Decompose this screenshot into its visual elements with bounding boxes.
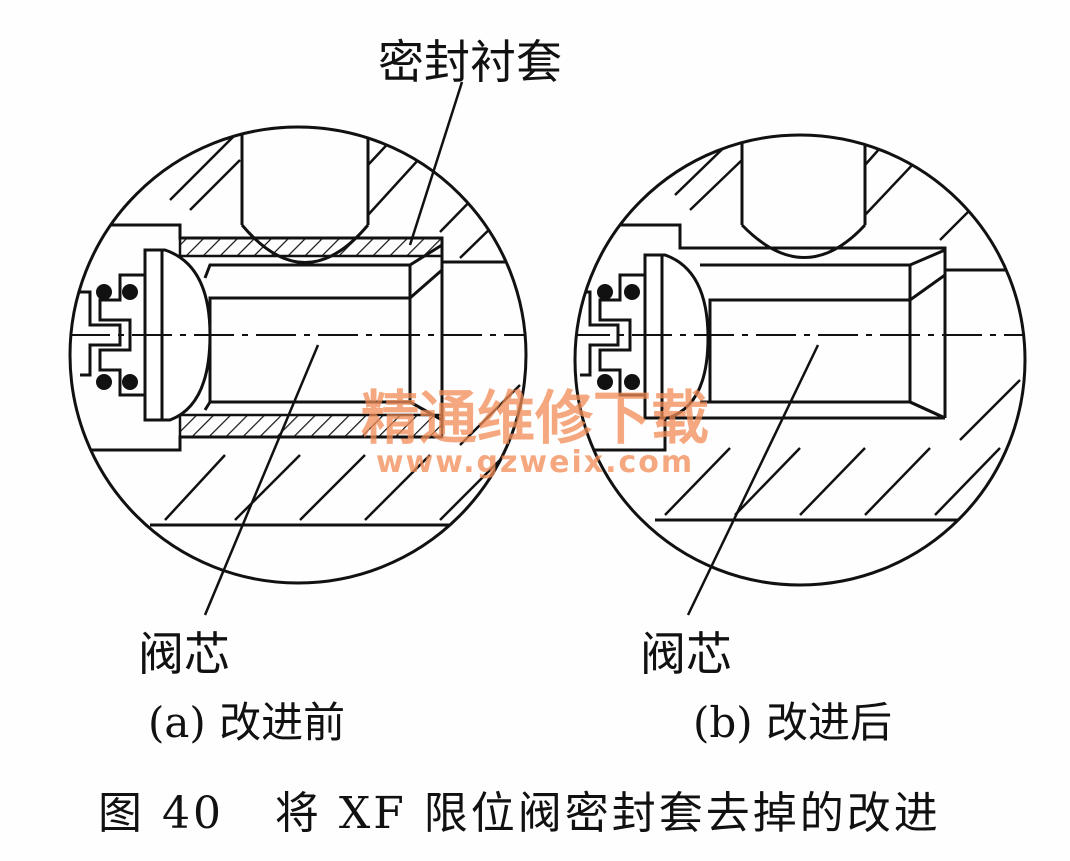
label-valve-core-a: 阀芯: [138, 627, 230, 681]
label-sealing-sleeve: 密封衬套: [378, 35, 562, 89]
subcaption-a: (a) 改进前: [148, 698, 345, 747]
watermark-url: www.gzweix.com: [376, 445, 694, 480]
figure-caption: 图 40 将 XF 限位阀密封套去掉的改进: [98, 788, 941, 839]
diagram-a-before: [68, 81, 528, 616]
leader-core-a: [203, 344, 320, 616]
housing-hatch-bottom: [164, 384, 521, 521]
housing-hatch-bottom-b: [664, 379, 1021, 516]
watermark-name: 精通维修下载: [361, 384, 709, 452]
leader-core-b: [686, 344, 820, 616]
diagram-a-interior: [70, 127, 526, 527]
leader-sleeve: [408, 81, 464, 246]
diagram-b-after: [573, 133, 1027, 616]
detail-circle-b: [573, 133, 1027, 587]
subcaption-b: (b) 改进后: [693, 698, 892, 747]
watermark: 精通维修下载 www.gzweix.com: [361, 384, 709, 480]
label-valve-core-b: 阀芯: [640, 627, 732, 681]
detail-circle-a: [68, 125, 528, 585]
housing-hatch-top-b: [674, 135, 1021, 241]
